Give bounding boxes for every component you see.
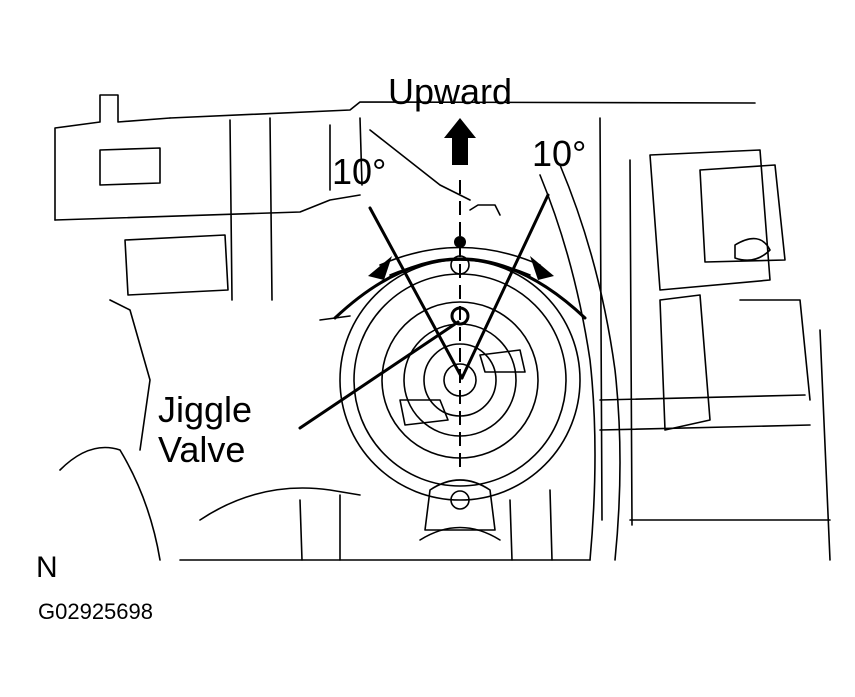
angle-arc [333,257,587,320]
upward-label: Upward [388,71,513,112]
jiggle-label-line1: Jiggle [158,389,253,430]
angle-line-left [368,206,464,380]
engine-block-outline [54,94,831,561]
angle-line-right [460,193,550,380]
corner-label: N [36,551,58,584]
angle-left-label: 10° [332,151,387,192]
figure-code: G02925698 [38,599,153,624]
jiggle-valve-label: Jiggle Valve [158,390,252,470]
angle-right-label: 10° [532,133,587,174]
upward-arrow-icon [444,118,476,165]
arc-center-dot [454,236,466,248]
jiggle-valve-leader [298,320,460,430]
jiggle-label-line2: Valve [158,429,246,470]
arc-arrowhead-left [368,256,392,280]
arc-arrowhead-right [530,256,554,280]
